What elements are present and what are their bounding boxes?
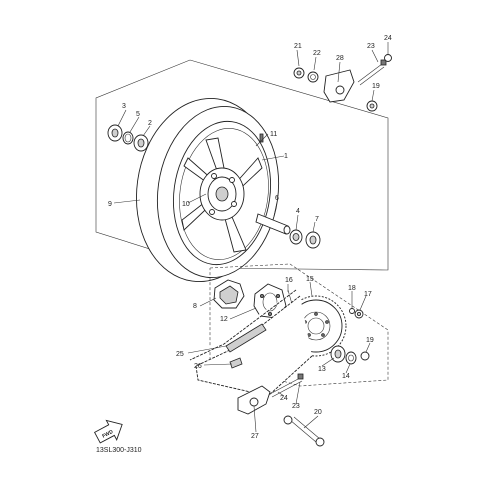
callout-17: 17	[364, 291, 372, 298]
callout-16: 16	[285, 277, 293, 284]
drive-chain	[189, 289, 313, 397]
callout-2: 2	[148, 120, 152, 127]
sprocket-nut-set	[349, 308, 364, 319]
callout-12: 12	[220, 316, 228, 323]
callout-23b: 23	[292, 403, 300, 410]
bearing-set-left	[107, 124, 149, 152]
leader-lines	[113, 42, 389, 433]
fwd-arrow-icon: FWD	[93, 419, 123, 444]
callout-5: 5	[136, 111, 140, 118]
callout-3: 3	[122, 103, 126, 110]
callout-28: 28	[336, 55, 344, 62]
callout-18: 18	[348, 285, 356, 292]
callout-13: 13	[318, 366, 326, 373]
callout-4: 4	[296, 208, 300, 215]
callout-24: 24	[384, 35, 392, 42]
callout-19b: 19	[366, 337, 374, 344]
callout-15: 15	[306, 276, 314, 283]
callout-21: 21	[294, 43, 302, 50]
rear-wheel	[136, 97, 280, 283]
callout-23: 23	[367, 43, 375, 50]
chain-adjuster-right	[237, 373, 325, 447]
callout-8: 8	[193, 303, 197, 310]
callout-9: 9	[108, 201, 112, 208]
callout-6: 6	[275, 195, 279, 202]
callout-27: 27	[251, 433, 259, 440]
fwd-label: FWD	[101, 429, 114, 440]
callout-numbers: 21 22 28 23 24 19 3 5 2 11 1 9 10 6 4 7 …	[108, 35, 392, 440]
callout-7: 7	[315, 216, 319, 223]
callout-22: 22	[313, 50, 321, 57]
callout-14: 14	[342, 373, 350, 380]
axle-collar-set	[255, 213, 321, 249]
chain-adjuster-left	[293, 54, 392, 112]
callout-20: 20	[314, 409, 322, 416]
sprocket-bearings	[330, 345, 370, 365]
callout-26: 26	[194, 363, 202, 370]
callout-10: 10	[182, 201, 190, 208]
catalog-code: 13SL300-J310	[96, 447, 142, 454]
hub-damper	[213, 279, 245, 309]
callout-1: 1	[284, 153, 288, 160]
callout-11: 11	[270, 131, 277, 138]
callout-19: 19	[372, 83, 380, 90]
callout-24b: 24	[280, 395, 288, 402]
callout-25: 25	[176, 351, 184, 358]
